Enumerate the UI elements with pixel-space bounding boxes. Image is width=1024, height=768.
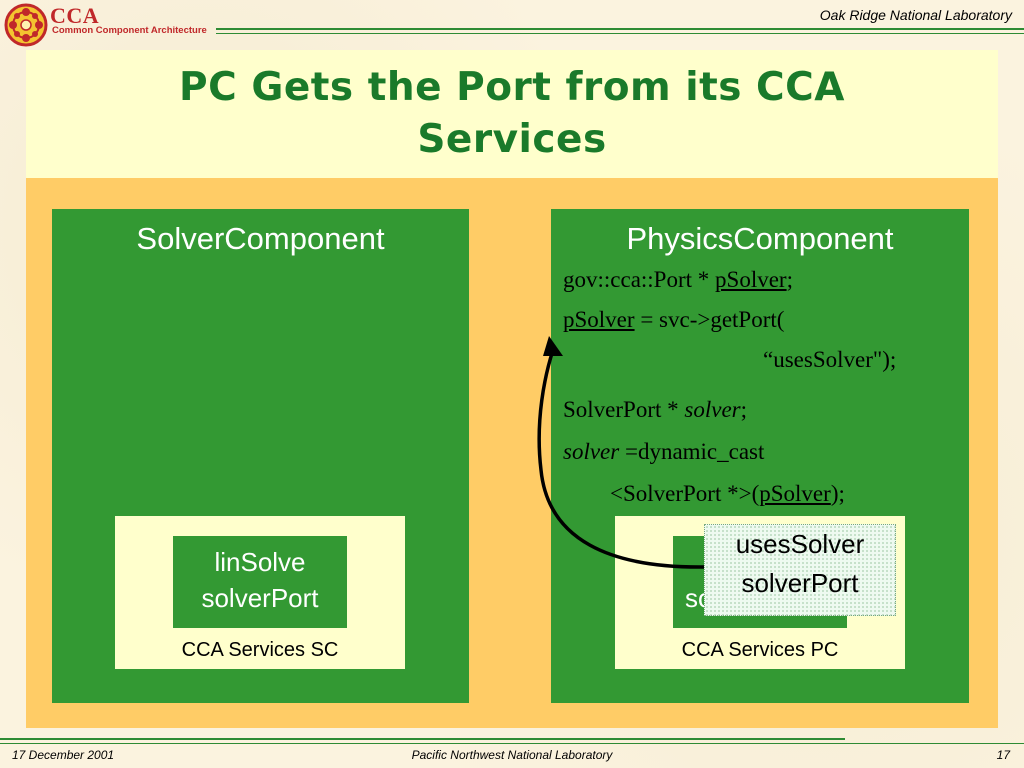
header-organization: Oak Ridge National Laboratory: [819, 7, 1012, 23]
slide-title: PC Gets the Port from its CCA Services: [26, 62, 998, 166]
page-number: 17: [996, 748, 1010, 762]
footer-date: 17 December 2001: [12, 748, 115, 762]
slide-title-line: PC Gets the Port from its CCA: [179, 65, 845, 110]
code-line: <SolverPort *>(pSolver);: [610, 481, 845, 506]
physics-component-title: PhysicsComponent: [626, 221, 894, 256]
title-panel: [26, 50, 998, 178]
code-var: pSolver: [715, 267, 787, 292]
header-divider: [216, 28, 1024, 30]
logo-title: CCA: [50, 3, 100, 28]
code-line: SolverPort * solver;: [563, 397, 747, 422]
services-label-pc: CCA Services PC: [681, 639, 839, 661]
port-type: solverPort: [201, 583, 319, 613]
callout-port-name: usesSolver: [735, 529, 865, 559]
slide-title-line: Services: [417, 117, 607, 162]
cca-logo-icon: [4, 3, 48, 47]
code-line: gov::cca::Port * pSolver;: [563, 267, 793, 292]
footer-divider: [0, 743, 1024, 744]
logo-subtitle: Common Component Architecture: [52, 25, 207, 36]
code-var: solver: [563, 439, 620, 464]
footer-organization: Pacific Northwest National Laboratory: [411, 748, 613, 762]
code-line: “usesSolver");: [763, 347, 897, 372]
header-divider: [216, 33, 1024, 34]
provides-port-box: linSolve solverPort: [173, 536, 347, 628]
port-name: linSolve: [214, 547, 306, 577]
code-var: solver: [684, 397, 741, 422]
code-var: pSolver: [759, 481, 831, 506]
services-label-sc: CCA Services SC: [181, 639, 339, 661]
code-line: pSolver = svc->getPort(: [563, 307, 785, 332]
callout-port-type: solverPort: [741, 568, 859, 598]
footer-divider: [0, 738, 845, 740]
code-var: pSolver: [563, 307, 635, 332]
code-line: solver =dynamic_cast: [563, 439, 765, 464]
solver-component-title: SolverComponent: [136, 221, 385, 256]
uses-port-callout: usesSolver solverPort: [704, 524, 896, 616]
